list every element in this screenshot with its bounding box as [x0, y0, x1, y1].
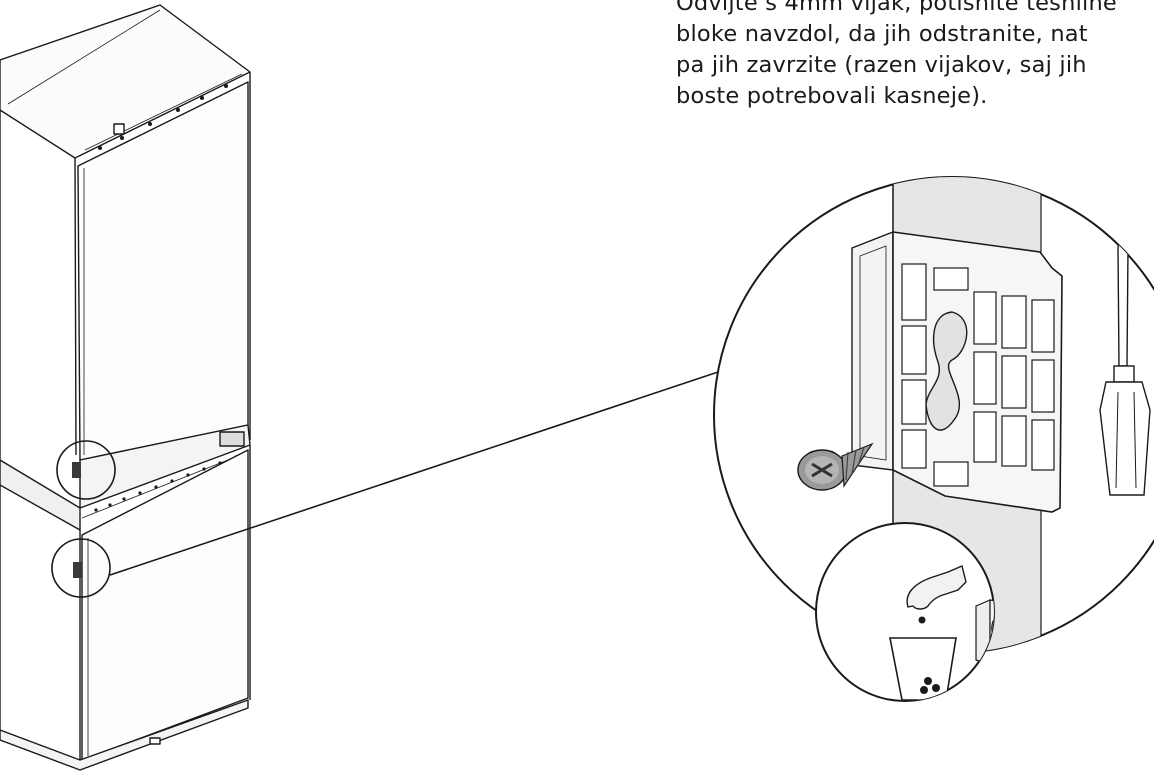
instruction-text: Odvijte s 4mm vijak, potisnite tesnilne … [676, 0, 1150, 112]
fridge-drawing [0, 4, 251, 771]
instruction-line-1: Odvijte s 4mm vijak, potisnite tesnilne [676, 0, 1117, 16]
disposal-circle [815, 522, 995, 702]
hand-icon [906, 565, 967, 610]
screwdriver-icon [1099, 214, 1151, 496]
sealing-block-side [851, 230, 894, 471]
trash-bin-icon [889, 637, 957, 701]
instruction-line-2: bloke navzdol, da jih odstranite, nat [676, 21, 1088, 47]
leader-line [109, 371, 719, 576]
sealing-block [892, 231, 1063, 513]
screw-icon [797, 442, 874, 491]
callout-circle-lower [51, 538, 111, 598]
callout-circle-upper [56, 440, 116, 500]
instruction-line-3: pa jih zavrzite (razen vijakov, saj jih [676, 52, 1087, 78]
instruction-line-4: boste potrebovali kasneje). [676, 83, 988, 109]
